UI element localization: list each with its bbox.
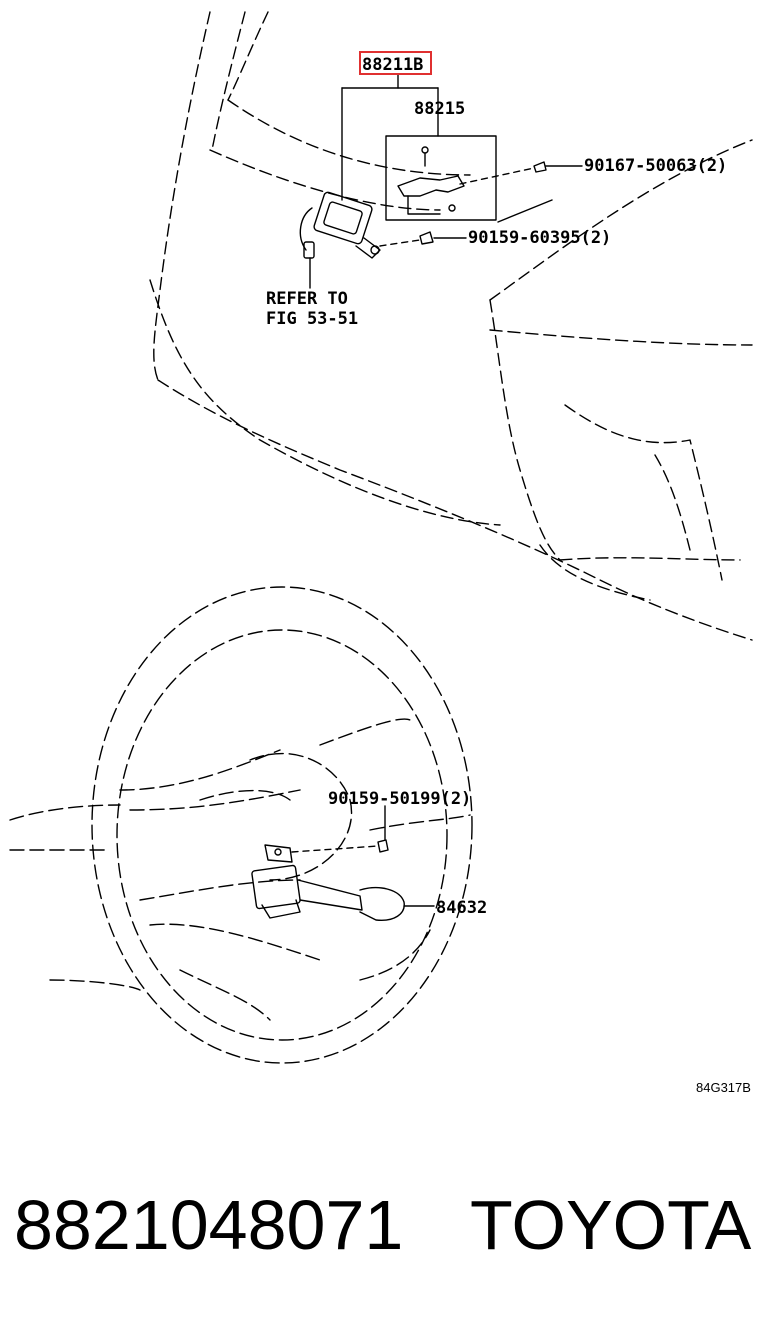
label-90159-50199[interactable]: 90159-50199(2)	[328, 789, 471, 809]
screw-90159-50199-icon	[377, 839, 389, 853]
switch-guide	[291, 845, 379, 853]
fastener-guides	[379, 167, 535, 247]
footer-bar: 8821048071 TOYOTA	[0, 1185, 760, 1285]
switch-leader-lines	[384, 805, 435, 907]
refer-to-line2[interactable]: FIG 53-51	[266, 309, 358, 329]
label-90159-60395[interactable]: 90159-60395(2)	[468, 228, 611, 248]
label-84632[interactable]: 84632	[436, 898, 487, 918]
camera-sensor-assembly	[299, 191, 381, 259]
bolt-90167-icon	[533, 161, 547, 173]
refer-to-line1: REFER TO	[266, 289, 348, 309]
leader-lines	[309, 73, 583, 289]
combination-switch-assembly	[251, 844, 405, 921]
label-88211b[interactable]: 88211B	[362, 55, 423, 75]
brand-name: TOYOTA	[470, 1186, 752, 1264]
vehicle-body-outline	[149, 11, 753, 641]
highlight-box	[359, 51, 432, 75]
bolt-90159-icon	[419, 231, 434, 245]
label-90167-50063[interactable]: 90167-50063(2)	[584, 156, 727, 176]
steering-wheel	[9, 586, 473, 1064]
bracket-part-88215	[397, 146, 465, 215]
figure-code: 84G317B	[696, 1080, 751, 1095]
label-88215[interactable]: 88215	[414, 99, 465, 119]
diagram-canvas: 88211B 88215 90167-50063(2) 90159-60395(…	[9, 11, 753, 1095]
part-number: 8821048071	[14, 1186, 404, 1264]
